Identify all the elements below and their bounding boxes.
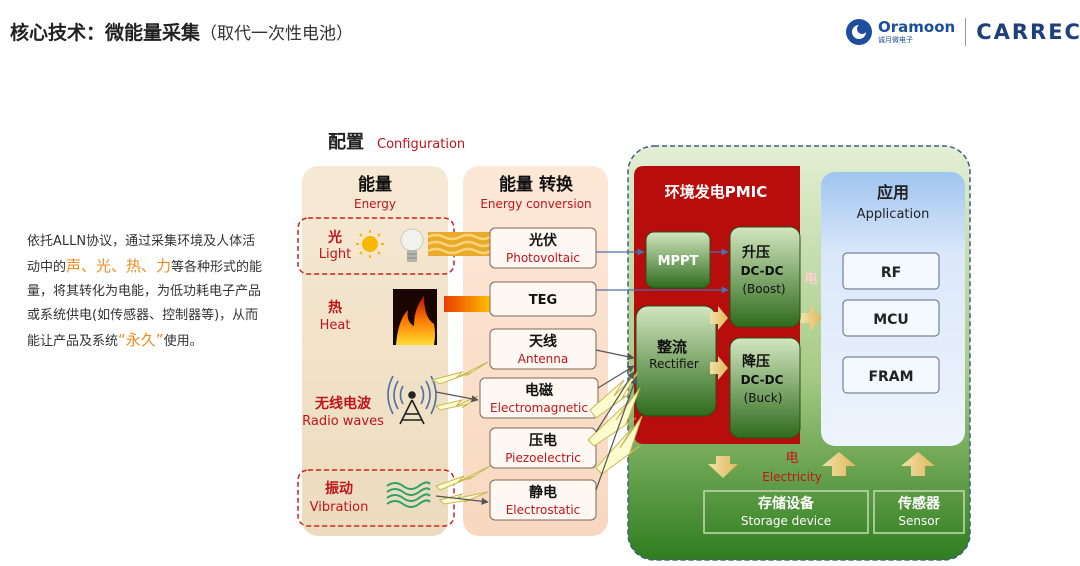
fire-icon xyxy=(393,289,437,345)
storage-label-cn: 存储设备 xyxy=(758,495,815,512)
carrec-logo: CARREC xyxy=(976,20,1080,44)
rectifier-label-en: Rectifier xyxy=(649,357,699,371)
converter-electrostatic: 静电 Electrostatic xyxy=(489,479,597,521)
antenna-label-en: Antenna xyxy=(518,352,568,366)
storage-box xyxy=(703,490,869,534)
pv-label-cn: 光伏 xyxy=(528,232,557,249)
desc-part-1: 依托ALLN协议，通过采集环境及人体活动中的 xyxy=(27,234,256,275)
boost-label-cn: 升压 xyxy=(742,244,770,261)
es-label-en: Electrostatic xyxy=(506,503,581,517)
arrow-up-from-storage xyxy=(822,452,856,476)
converter-teg: TEG xyxy=(489,281,597,317)
light-beam-icon xyxy=(427,232,491,256)
sensor-box xyxy=(873,490,965,534)
title-main: 核心技术：微能量采集 xyxy=(10,22,201,44)
app-mcu-box xyxy=(842,299,940,337)
desc-highlight-forever: “永久” xyxy=(118,331,164,349)
app-mcu-label: MCU xyxy=(873,312,909,328)
pmic-title: 环境发电PMIC xyxy=(665,183,768,201)
buck-label-en: (Buck) xyxy=(744,391,783,405)
heat-label-en: Heat xyxy=(320,318,351,333)
electricity-label-cn: 电 xyxy=(785,451,798,466)
arrow-rect-to-boost xyxy=(710,306,728,330)
energy-column xyxy=(302,166,448,536)
radio-label-en: Radio waves xyxy=(302,414,384,429)
conversion-title-cn: 能量 转换 xyxy=(499,174,574,195)
conversion-title-en: Energy conversion xyxy=(480,197,591,211)
title-subtitle: （取代一次性电池） xyxy=(200,24,354,44)
radio-tower-icon xyxy=(387,375,437,425)
sensor-label-en: Sensor xyxy=(898,514,939,528)
buck-label-cn: 降压 xyxy=(742,353,770,370)
sensor-label-cn: 传感器 xyxy=(897,495,941,512)
energy-title-en: Energy xyxy=(354,197,396,211)
buck-label-dcdc: DC-DC xyxy=(741,373,784,387)
vibration-wave-icon xyxy=(386,481,431,508)
boost-label-en: (Boost) xyxy=(742,282,785,296)
arrow-up-from-sensor xyxy=(901,452,935,476)
pmic-power-label: 电 xyxy=(804,271,817,287)
es-label-cn: 静电 xyxy=(529,484,557,501)
arrow-rect-to-buck xyxy=(710,356,728,380)
application-title-en: Application xyxy=(857,207,930,222)
desc-highlight-energy-types: 声、光、热、力 xyxy=(66,257,172,275)
app-fram-label: FRAM xyxy=(868,369,913,385)
logo-divider xyxy=(965,18,967,46)
application-title-cn: 应用 xyxy=(877,183,909,202)
converter-electromagnetic: 电磁 Electromagnetic xyxy=(479,377,599,419)
mppt-label: MPPT xyxy=(658,254,699,269)
lightning-bolts xyxy=(430,361,643,505)
vibration-label-en: Vibration xyxy=(310,500,369,515)
electricity-label-en: Electricity xyxy=(762,470,822,484)
radio-label-cn: 无线电波 xyxy=(314,395,372,412)
light-label-en: Light xyxy=(319,247,351,262)
header-logos: Oramoon 诚月微电子 CARREC xyxy=(846,16,1080,48)
boost-box xyxy=(729,226,801,328)
desc-part-3: 使用。 xyxy=(163,334,203,349)
config-title-en: Configuration xyxy=(377,137,465,152)
arrow-pmic-to-app xyxy=(801,305,822,331)
converter-photovoltaic: 光伏 Photovoltaic xyxy=(489,227,597,269)
teg-label: TEG xyxy=(529,293,557,308)
boost-label-dcdc: DC-DC xyxy=(741,264,784,278)
oramoon-cn-name: 诚月微电子 xyxy=(878,36,913,44)
page-title: 核心技术：微能量采集（取代一次性电池） xyxy=(10,18,353,45)
piezo-label-en: Piezoelectric xyxy=(505,451,581,465)
pv-label-en: Photovoltaic xyxy=(506,251,580,265)
storage-label-en: Storage device xyxy=(741,514,831,528)
app-rf-label: RF xyxy=(881,265,901,281)
desc-part-2: 等各种形式的能量，将其转化为电能，为低功耗电子产品或系统供电(如传感器、控制器等… xyxy=(27,260,263,349)
arrow-down-to-storage xyxy=(708,456,738,478)
connector-lines xyxy=(435,248,729,505)
app-fram-box xyxy=(842,356,940,394)
light-label-cn: 光 xyxy=(327,229,342,246)
converter-piezoelectric: 压电 Piezoelectric xyxy=(489,427,597,469)
mppt-box xyxy=(645,231,711,289)
energy-title-cn: 能量 xyxy=(358,174,392,195)
em-label-en: Electromagnetic xyxy=(490,401,588,415)
oramoon-logo-icon xyxy=(846,19,872,45)
piezo-label-cn: 压电 xyxy=(529,432,557,449)
rectifier-box xyxy=(635,305,717,417)
config-title-cn: 配置 xyxy=(328,132,364,153)
sun-icon xyxy=(356,230,384,258)
converter-antenna: 天线 Antenna xyxy=(489,328,597,370)
rectifier-label-cn: 整流 xyxy=(657,338,687,356)
description-text: 依托ALLN协议，通过采集环境及人体活动中的声、光、热、力等各种形式的能量，将其… xyxy=(27,230,263,354)
em-label-cn: 电磁 xyxy=(525,382,553,399)
heat-flow-bar xyxy=(444,296,490,312)
app-rf-box xyxy=(842,252,940,290)
oramoon-logo: Oramoon 诚月微电子 xyxy=(878,20,955,44)
buck-box xyxy=(729,337,801,439)
antenna-label-cn: 天线 xyxy=(529,333,557,350)
vibration-label-cn: 振动 xyxy=(325,480,353,497)
heat-label-cn: 热 xyxy=(328,299,342,316)
light-bulb-icon xyxy=(400,228,424,262)
oramoon-name: Oramoon xyxy=(878,18,956,36)
